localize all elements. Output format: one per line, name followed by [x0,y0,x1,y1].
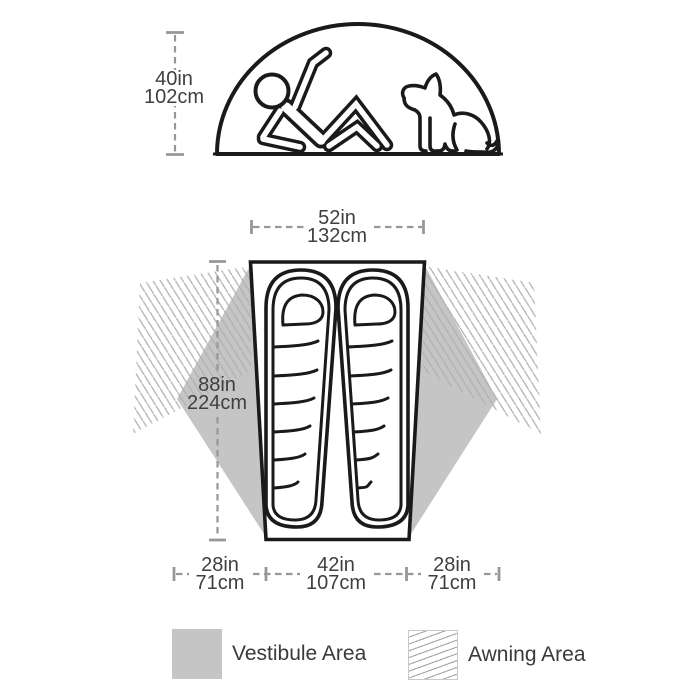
dim-floor-length-cm: 224cm [186,392,248,414]
dim-tent-height-cm: 102cm [143,86,205,108]
dim-line-floor-length [209,260,226,542]
dim-label-vestibule-right: 28in 71cm [421,554,483,594]
dim-label-head-width: 52in 132cm [304,207,370,247]
dim-floor-length-in: 88in [198,374,236,396]
dog-figure [400,72,501,155]
legend-awning-label: Awning Area [468,643,586,666]
awning-area-right [423,266,541,434]
legend-vestibule-label: Vestibule Area [232,642,367,665]
awning-swatch-icon [408,630,458,680]
dim-vestibule-right-cm: 71cm [427,572,477,594]
dim-label-tent-height: 40in 102cm [136,68,212,108]
legend: Vestibule Area Awning Area [0,626,700,682]
tent-side-profile [213,22,503,156]
legend-item-vestibule: Vestibule Area [172,629,366,679]
dim-label-floor-length: 88in 224cm [172,374,262,414]
sleeping-bag-right [336,268,410,529]
vestibule-swatch-icon [172,629,222,679]
dim-label-foot-width: 42in 107cm [300,554,372,594]
awning-area-left [133,266,251,434]
person-figure [253,46,394,154]
dim-label-vestibule-left: 28in 71cm [189,554,251,594]
dim-vestibule-left-in: 28in [201,554,239,576]
dim-head-width-cm: 132cm [306,225,368,247]
dim-foot-width-cm: 107cm [305,572,367,594]
dim-line-head-width [250,220,425,234]
dim-vestibule-right-in: 28in [433,554,471,576]
dim-tent-height-in: 40in [155,68,193,90]
dim-head-width-in: 52in [318,207,356,229]
dim-foot-width-in: 42in [317,554,355,576]
legend-item-awning: Awning Area [408,630,586,680]
person-head [253,72,291,110]
dim-vestibule-left-cm: 71cm [195,572,245,594]
bag-baffles-left [272,339,320,490]
sleeping-bag-left [264,268,338,529]
bag-baffles-right [346,339,394,490]
